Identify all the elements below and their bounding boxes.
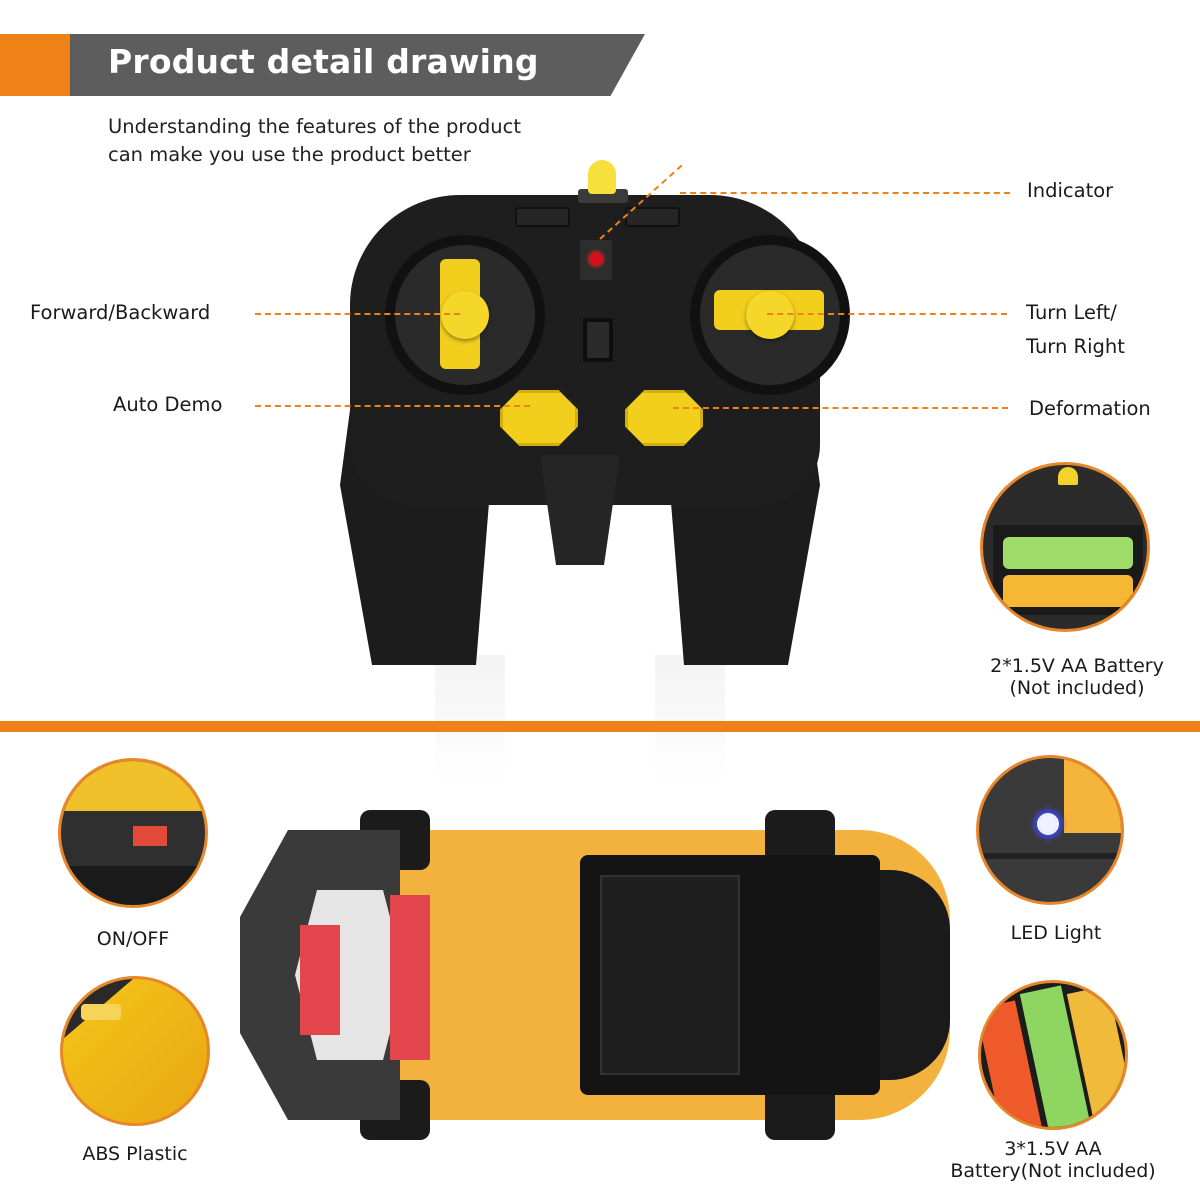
car-battery-label: 3*1.5V AA Battery(Not included) [943,1138,1163,1182]
joystick-knob [441,291,489,339]
remote-battery-label-line-2: (Not included) [1009,677,1145,699]
remote-battery-inset [980,462,1150,632]
car-rear [880,870,950,1080]
on-off-inset [58,758,208,908]
subtitle-line-1: Understanding the features of the produc… [108,115,522,138]
section-divider [0,721,1200,732]
robot-red-accent [390,895,430,1060]
on-off-label: ON/OFF [96,928,170,950]
auto-demo-button [500,390,578,446]
callout-forward-backward: Forward/Backward [30,301,211,324]
callout-deformation: Deformation [1029,397,1151,420]
battery-green-icon [1003,537,1133,569]
reflection [655,655,725,785]
reflection [435,655,505,785]
page-title: Product detail drawing [108,42,539,81]
indicator-leader-line [680,192,1010,194]
title-banner: Product detail drawing [0,34,645,96]
antenna-icon [588,160,616,194]
subtitle: Understanding the features of the produc… [108,113,521,169]
deformation-button [625,390,703,446]
led-light-inset [976,755,1124,905]
center-stem [540,455,620,565]
battery-cover [580,855,880,1095]
right-joystick [690,235,850,395]
led-light-icon [1037,813,1059,835]
indicator-led-icon [589,252,603,266]
turn-leader-line [767,313,1007,315]
led-light-label: LED Light [1010,922,1102,944]
subtitle-line-2: can make you use the product better [108,143,471,166]
banner-accent [0,34,70,96]
remote-battery-label: 2*1.5V AA Battery (Not included) [979,655,1175,699]
remote-controller [340,155,850,785]
top-right-button [625,207,680,227]
battery-yellow-icon [1003,575,1133,607]
power-switch-icon [133,826,167,846]
forward-backward-leader-line [255,313,460,315]
plastic-tab [81,1004,121,1020]
deformation-leader-line [673,407,1008,409]
chassis-panel [600,875,740,1075]
car-battery-label-line-1: 3*1.5V AA [1004,1138,1102,1160]
dark-body-part [61,866,205,905]
callout-turn-left: Turn Left/ [1026,301,1117,324]
car-battery-inset [978,980,1128,1130]
remote-battery-label-line-1: 2*1.5V AA Battery [990,655,1164,677]
left-joystick [385,235,545,395]
banner-background [70,34,645,96]
yellow-body-part [61,761,205,811]
callout-auto-demo: Auto Demo [113,393,223,416]
joystick-knob [746,291,794,339]
yellow-body-part [1064,758,1121,833]
car-battery-label-line-2: Battery(Not included) [950,1160,1156,1182]
callout-indicator: Indicator [1027,179,1114,202]
abs-plastic-label: ABS Plastic [82,1143,188,1165]
auto-demo-leader-line [255,405,530,407]
callout-turn-right: Turn Right [1026,335,1125,358]
antenna-icon [1058,467,1078,485]
robot-red-accent [300,925,340,1035]
center-slot [583,318,613,362]
abs-plastic-inset [60,976,210,1126]
body-seam [979,853,1121,859]
car-underside [240,810,950,1140]
indicator-panel [580,240,612,280]
top-left-button [515,207,570,227]
